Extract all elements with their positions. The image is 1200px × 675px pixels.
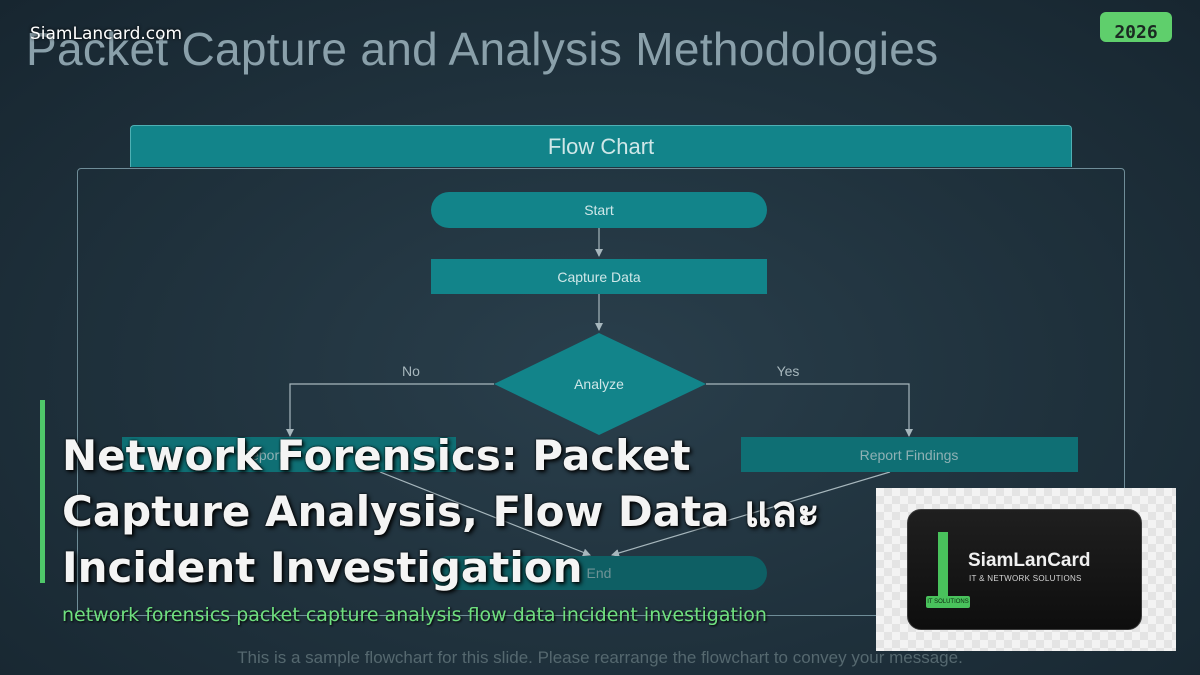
headline-line-1: Network Forensics: Packet [62,431,691,480]
flowchart-header: Flow Chart [130,125,1072,167]
edge-left-end [379,471,591,557]
headline-accent-bar [40,400,45,583]
flowchart-footnote: This is a sample flowchart for this slid… [237,648,963,667]
node-report-left-label: Report [241,447,283,463]
flowchart-frame [77,168,1125,616]
headline-line-3: Incident Investigation [62,543,583,592]
node-report-left-shape [122,437,456,472]
node-capture-label: Capture Data [557,269,640,285]
logo-name: SiamLanCard [968,550,1091,571]
node-report-findings-shape [741,437,1078,472]
logo-tag-label: IT SOLUTIONS [926,596,970,608]
node-end-label: End [587,565,612,581]
logo-card: SiamLanCard IT & NETWORK SOLUTIONS IT SO… [876,488,1176,651]
node-analyze-label: Analyze [574,376,624,392]
logo-tagline: IT & NETWORK SOLUTIONS [969,574,1082,583]
headline: Network Forensics: Packet Capture Analys… [62,428,822,596]
edge-label-no: No [402,363,420,379]
node-start-shape [431,192,767,228]
headline-subtitle: network forensics packet capture analysi… [62,604,767,626]
slide-title: Packet Capture and Analysis Methodologie… [26,23,939,75]
logo-mark-icon [938,532,948,608]
node-report-findings-label: Report Findings [860,447,959,463]
node-analyze-shape [494,333,706,435]
headline-line-2: Capture Analysis, Flow Data และ [62,487,820,536]
edge-analyze-yes [706,383,913,437]
edge-analyze-no [286,383,494,437]
edge-label-yes: Yes [777,363,800,379]
edge-right-end [611,471,891,557]
year-badge: 2026 [1100,12,1172,43]
node-capture-shape [431,259,767,294]
site-watermark: SiamLancard.com [30,24,183,44]
node-start-label: Start [584,202,614,218]
node-end-shape [431,556,767,590]
logo-badge: SiamLanCard IT & NETWORK SOLUTIONS IT SO… [907,509,1142,630]
